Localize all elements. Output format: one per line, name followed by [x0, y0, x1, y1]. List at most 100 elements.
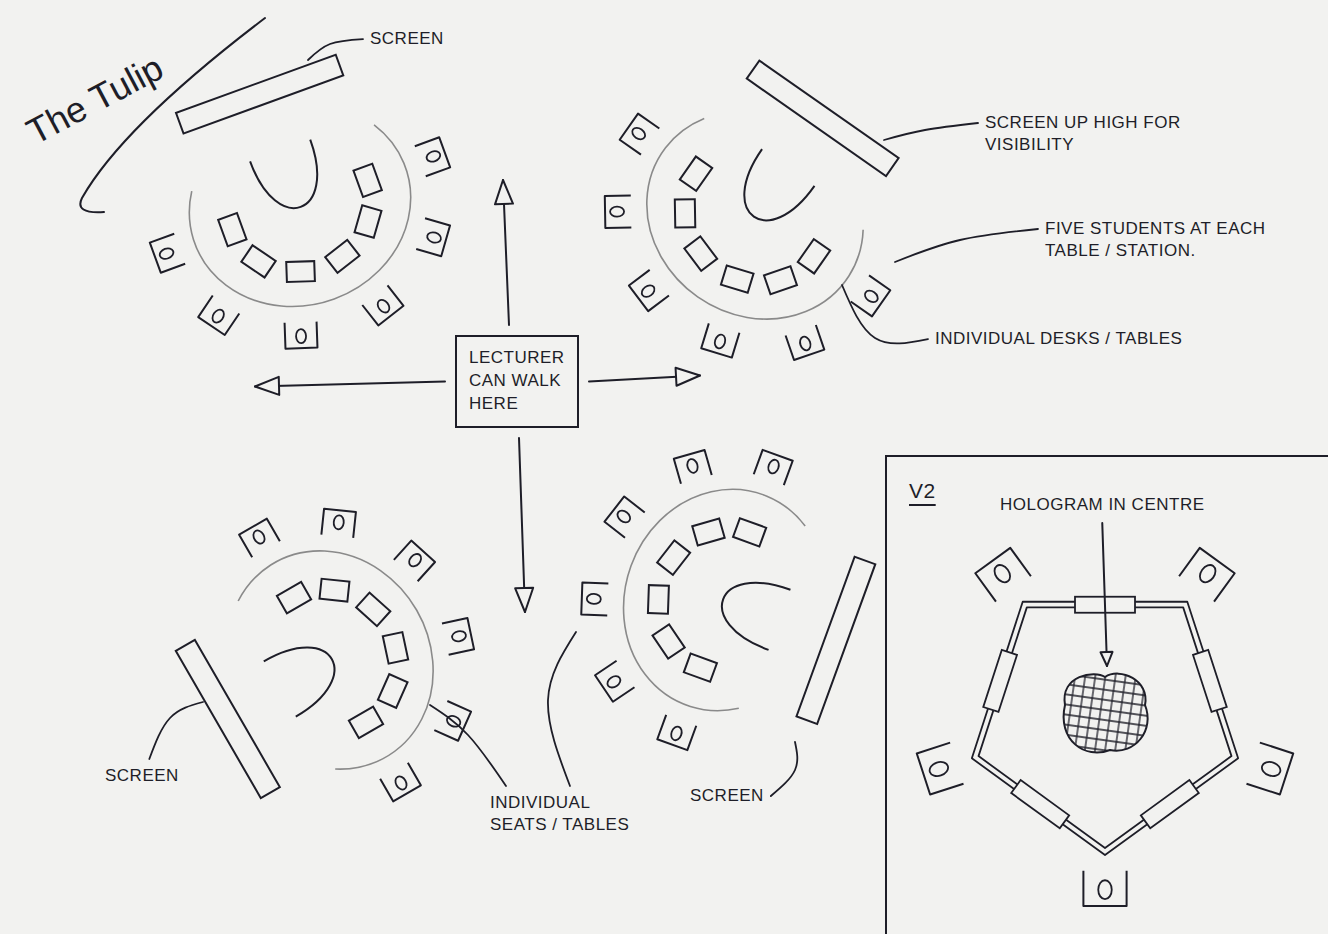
- seat-outline: [657, 715, 696, 750]
- student-seat: [786, 325, 825, 360]
- seat-outline: [701, 323, 739, 357]
- student-head: [630, 125, 647, 141]
- student-head: [1260, 760, 1282, 779]
- leader-line: [884, 123, 978, 140]
- desk-top: [286, 261, 315, 282]
- seat-outline: [674, 450, 712, 484]
- student-seat: [1246, 743, 1293, 795]
- leader-line: [771, 742, 797, 796]
- desk: [733, 518, 766, 546]
- student-head: [640, 283, 657, 299]
- desk-top: [378, 674, 408, 708]
- seat-outline: [605, 496, 645, 537]
- seat-outline: [321, 509, 356, 538]
- desk-top: [680, 156, 712, 190]
- desk-top: [1193, 650, 1227, 712]
- desk: [653, 624, 685, 658]
- centre-u-shape: [728, 149, 815, 235]
- student-head: [425, 149, 442, 163]
- student-head: [615, 508, 632, 524]
- student-seat: [415, 137, 450, 176]
- direction-arrow: [519, 438, 525, 612]
- student-seat: [362, 285, 403, 325]
- student-seat: [1083, 871, 1126, 906]
- seat-outline: [605, 195, 632, 227]
- student-seat: [605, 496, 645, 537]
- callout-note: FIVE STUDENTS AT EACH TABLE / STATION.: [1045, 218, 1295, 262]
- desk-top: [325, 240, 359, 273]
- student-seat: [917, 743, 964, 795]
- screen-label: SCREEN: [370, 28, 444, 50]
- desk-top: [675, 199, 695, 227]
- screen-bar: [796, 557, 875, 724]
- desk-top: [218, 213, 246, 246]
- desk: [684, 236, 717, 270]
- student-seat: [975, 548, 1031, 602]
- desk-top: [320, 579, 350, 602]
- desk-top: [1011, 780, 1069, 828]
- arrow-head: [495, 180, 513, 204]
- student-seat: [442, 618, 474, 655]
- seat-outline: [362, 285, 403, 325]
- table-curve: [606, 110, 876, 361]
- leader-line: [308, 39, 363, 60]
- student-head: [863, 288, 880, 304]
- student-seat: [198, 296, 239, 335]
- seat-outline: [442, 618, 474, 655]
- hologram-blob: [1064, 674, 1148, 753]
- student-head: [1197, 562, 1219, 585]
- student-head: [1098, 880, 1112, 899]
- seat-outline: [1083, 871, 1126, 906]
- desk: [286, 261, 315, 282]
- leader-line: [842, 285, 928, 343]
- desk-cluster: [541, 407, 899, 788]
- student-seat: [581, 583, 608, 616]
- desk: [721, 266, 754, 293]
- desk-top: [349, 707, 383, 738]
- student-seat: [150, 234, 185, 273]
- student-seat: [674, 450, 712, 484]
- student-seat: [657, 715, 696, 750]
- centre-u-shape: [712, 569, 790, 650]
- desk: [355, 205, 382, 237]
- student-seat: [380, 763, 421, 802]
- desk-top: [721, 266, 754, 293]
- desk: [675, 199, 695, 227]
- student-head: [766, 458, 780, 475]
- arrow-head: [255, 377, 279, 395]
- seat-outline: [581, 583, 608, 616]
- student-head: [686, 458, 699, 474]
- node-text: LECTURER CAN WALK HERE: [469, 347, 565, 416]
- arrow-head: [676, 368, 700, 386]
- desk: [648, 585, 669, 614]
- desk-top: [764, 266, 797, 294]
- desk-top: [355, 205, 382, 237]
- desk-top: [241, 245, 275, 277]
- seat-outline: [851, 275, 891, 316]
- desk-top: [653, 624, 685, 658]
- seat-outline: [917, 743, 964, 795]
- desk-cluster: [141, 457, 528, 858]
- desk: [657, 540, 690, 574]
- student-head: [426, 231, 442, 244]
- seat-outline: [416, 218, 450, 256]
- student-head: [158, 246, 175, 260]
- student-head: [393, 774, 409, 791]
- seat-outline: [285, 322, 318, 349]
- student-seat: [394, 541, 435, 582]
- seat-outline: [754, 450, 793, 485]
- desk: [353, 164, 381, 197]
- seat-outline: [150, 234, 185, 273]
- desk: [1141, 780, 1199, 828]
- student-seat: [701, 323, 739, 357]
- desk: [241, 245, 275, 277]
- callout-note: INDIVIDUAL DESKS / TABLES: [935, 328, 1182, 350]
- table-curve: [178, 120, 440, 338]
- student-seat: [239, 519, 280, 558]
- student-seat: [285, 322, 318, 349]
- student-head: [669, 725, 683, 742]
- desk: [1193, 650, 1227, 712]
- desk-top: [657, 540, 690, 574]
- arrow-head: [515, 588, 533, 612]
- screen-bar: [176, 640, 280, 798]
